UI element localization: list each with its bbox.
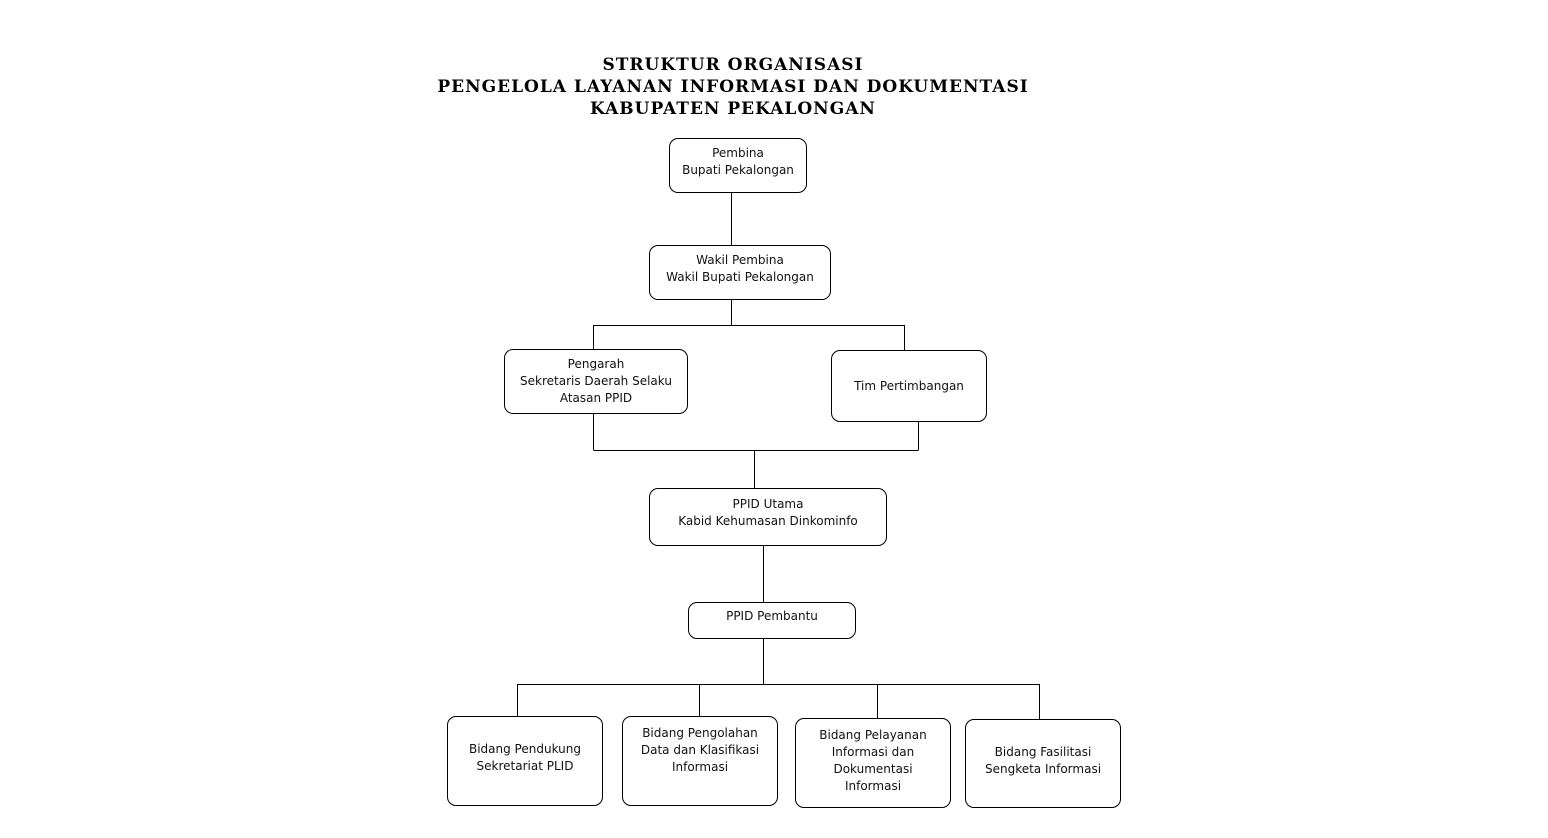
node-ppid-utama-role: PPID Utama [732,497,804,511]
node-wakil-pembina-holder: Wakil Bupati Pekalongan [666,270,814,284]
node-bidang-pengolahan-line-1: Bidang Pengolahan [642,726,758,740]
node-bidang-pengolahan-line-2: Data dan Klasifikasi [640,743,760,757]
node-ppid-pembantu: PPID Pembantu [688,602,856,639]
node-tim-pertimbangan-label: Tim Pertimbangan [854,378,964,393]
node-bidang-pelayanan: Bidang Pelayanan Informasi dan Dokumenta… [795,718,951,808]
node-tim-pertimbangan: Tim Pertimbangan [831,350,987,422]
node-bidang-pendukung-line-1: Bidang Pendukung [468,742,581,756]
node-pengarah-role: Pengarah [567,357,625,371]
node-pembina-role: Pembina [712,146,764,160]
node-wakil-pembina-role: Wakil Pembina [696,253,784,267]
node-bidang-pengolahan: Bidang Pengolahan Data dan Klasifikasi I… [622,716,778,806]
node-bidang-pengolahan-line-3: Informasi [671,760,729,774]
node-bidang-fasilitasi-line-2: Sengketa Informasi [984,761,1102,776]
chart-title-line-1: STRUKTUR ORGANISASI [602,55,864,75]
node-ppid-pembantu-label: PPID Pembantu [726,609,818,623]
node-bidang-pendukung-line-2: Sekretariat PLID [476,759,574,773]
node-bidang-pendukung: Bidang Pendukung Sekretariat PLID [447,716,603,806]
node-bidang-pelayanan-line-2: Informasi dan [831,745,915,759]
node-pengarah-holder-line-2: Atasan PPID [559,391,633,405]
node-wakil-pembina: Wakil Pembina Wakil Bupati Pekalongan [649,245,831,300]
chart-title-line-3: KABUPATEN PEKALONGAN [590,99,876,119]
node-pengarah: Pengarah Sekretaris Daerah Selaku Atasan… [504,349,688,414]
node-pengarah-holder-line-1: Sekretaris Daerah Selaku [520,374,672,388]
node-bidang-pelayanan-line-1: Bidang Pelayanan [819,728,927,742]
node-pembina: Pembina Bupati Pekalongan [669,138,807,193]
node-bidang-fasilitasi: Bidang Fasilitasi Sengketa Informasi [965,719,1121,808]
node-pembina-holder: Bupati Pekalongan [682,163,794,177]
node-bidang-pelayanan-line-4: Informasi [844,779,902,793]
node-ppid-utama-holder: Kabid Kehumasan Dinkominfo [678,514,858,528]
chart-title-line-2: PENGELOLA LAYANAN INFORMASI DAN DOKUMENT… [437,77,1029,97]
node-ppid-utama: PPID Utama Kabid Kehumasan Dinkominfo [649,488,887,546]
node-bidang-pelayanan-line-3: Dokumentasi [833,762,913,776]
node-bidang-fasilitasi-line-1: Bidang Fasilitasi [994,744,1092,759]
